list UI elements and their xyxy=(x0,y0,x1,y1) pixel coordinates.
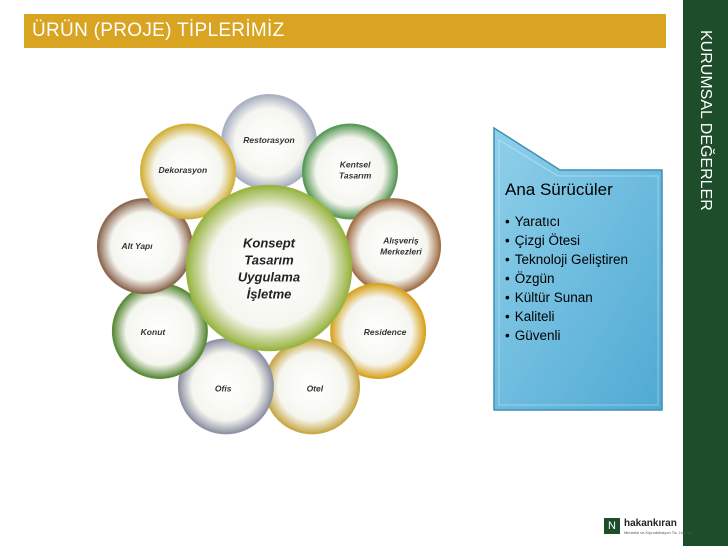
driver-item: Kültür Sunan xyxy=(505,288,665,307)
driver-item: Güvenli xyxy=(505,326,665,345)
drivers-panel-text: Ana Sürücüler Yaratıcı Çizgi Ötesi Tekno… xyxy=(505,180,665,345)
center-layer: KonseptTasarımUygulamaİşletmeRestorasyon… xyxy=(120,135,422,393)
center-label: Uygulama xyxy=(238,270,300,285)
driver-item: Özgün xyxy=(505,269,665,288)
node-label: Alışveriş xyxy=(382,235,419,245)
page-title: ÜRÜN (PROJE) TİPLERİMİZ xyxy=(32,20,285,41)
title-bar: ÜRÜN (PROJE) TİPLERİMİZ xyxy=(24,14,666,48)
node-label: Dekorasyon xyxy=(159,165,208,175)
node-circle xyxy=(140,123,237,220)
side-label: KURUMSAL DEĞERLER xyxy=(697,30,714,211)
side-bar: KURUMSAL DEĞERLER xyxy=(683,0,728,546)
center-circle xyxy=(185,184,353,352)
node-label: Kentsel xyxy=(340,159,371,169)
node-label: Alt Yapı xyxy=(120,241,153,251)
node-label: Konut xyxy=(141,327,167,337)
panel-heading: Ana Sürücüler xyxy=(505,180,613,199)
driver-item: Yaratıcı xyxy=(505,212,665,231)
node-circle xyxy=(330,283,427,379)
logo-mark-icon: N xyxy=(604,518,620,534)
center-label: Konsept xyxy=(243,236,296,251)
node-circle xyxy=(301,123,398,220)
driver-item: Çizgi Ötesi xyxy=(505,231,665,250)
driver-item: Kaliteli xyxy=(505,307,665,326)
node-label: Merkezleri xyxy=(380,246,422,256)
node-labels: RestorasyonKentselTasarımAlışverişMerkez… xyxy=(120,135,422,393)
drivers-list: Yaratıcı Çizgi Ötesi Teknoloji Geliştire… xyxy=(505,212,665,345)
nodes-layer xyxy=(96,94,442,435)
logo-subtitle: Mimarlık ve Kiprodüksiyon Tic. Ltd. Şti. xyxy=(624,530,693,535)
logo-name: hakankıran xyxy=(624,518,677,529)
node-label: Tasarım xyxy=(339,170,372,180)
driver-item: Teknoloji Geliştiren xyxy=(505,250,665,269)
node-label: Restorasyon xyxy=(243,135,295,145)
node-label: Otel xyxy=(307,383,324,393)
node-circle xyxy=(177,338,274,435)
center-label: Tasarım xyxy=(244,253,294,268)
node-label: Ofis xyxy=(215,383,232,393)
node-label: Residence xyxy=(364,327,407,337)
center-label: İşletme xyxy=(247,287,292,302)
